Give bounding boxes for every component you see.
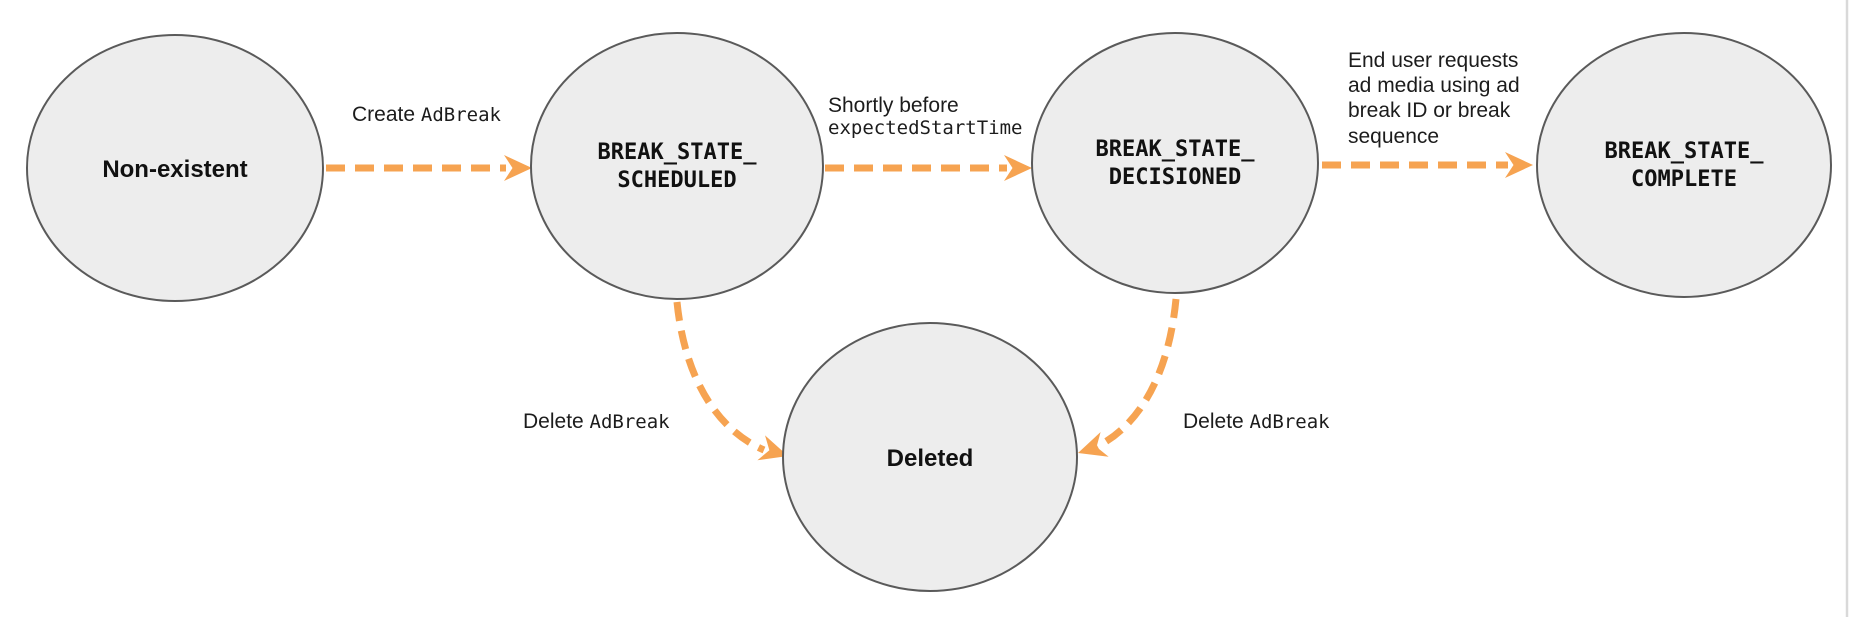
edge-label-line: ad media using ad bbox=[1348, 74, 1520, 97]
edge-label-plain: Delete bbox=[1183, 410, 1250, 433]
edges-group bbox=[326, 152, 1533, 461]
node-deleted: Deleted bbox=[782, 322, 1078, 592]
edge-label-plain: Create bbox=[352, 103, 421, 126]
edge-delete-adbreak-right bbox=[1088, 298, 1180, 454]
edge-label-line: break ID or break bbox=[1348, 99, 1511, 122]
edge-label-plain: Delete bbox=[523, 410, 590, 433]
node-circle bbox=[530, 32, 824, 300]
node-circle bbox=[782, 322, 1078, 592]
edge-label-delete-adbreak-left: Delete AdBreak bbox=[523, 410, 670, 433]
edge-label-code: AdBreak bbox=[590, 411, 671, 433]
arrowhead-icon bbox=[1004, 155, 1032, 181]
edge-delete-adbreak-left bbox=[673, 301, 766, 454]
edge-label-create-adbreak: Create AdBreak bbox=[352, 103, 502, 126]
node-label-line2: SCHEDULED bbox=[617, 168, 736, 193]
node-label-line1: BREAK_STATE_ bbox=[1605, 139, 1765, 164]
node-label: Deleted bbox=[887, 445, 974, 472]
node-non-existent: Non-existent bbox=[26, 34, 324, 302]
arrowhead-icon bbox=[757, 435, 788, 461]
node-label-line1: BREAK_STATE_ bbox=[598, 140, 758, 165]
edge-label-delete-adbreak-right: Delete AdBreak bbox=[1183, 410, 1330, 433]
edge-label-line: sequence bbox=[1348, 125, 1439, 148]
node-label-line2: COMPLETE bbox=[1631, 167, 1737, 192]
edge-label-shortly-before: Shortly before bbox=[828, 94, 959, 117]
edge-label-end-user-requests: End user requests ad media using ad brea… bbox=[1348, 49, 1520, 148]
node-label-line2: DECISIONED bbox=[1109, 165, 1241, 190]
edge-label-code: AdBreak bbox=[421, 104, 502, 126]
node-break-state-complete: BREAK_STATE_ COMPLETE bbox=[1536, 32, 1832, 298]
edge-label-line: End user requests bbox=[1348, 49, 1518, 72]
node-label-line1: BREAK_STATE_ bbox=[1096, 137, 1256, 162]
arrowhead-icon bbox=[504, 155, 532, 181]
edge-labels-group: Create AdBreak Shortly before expectedSt… bbox=[352, 49, 1520, 433]
node-circle bbox=[1536, 32, 1832, 298]
node-label: Non-existent bbox=[102, 156, 247, 183]
node-break-state-decisioned: BREAK_STATE_ DECISIONED bbox=[1031, 32, 1319, 294]
nodes-group: Non-existent BREAK_STATE_ SCHEDULED BREA… bbox=[26, 32, 1832, 592]
node-break-state-scheduled: BREAK_STATE_ SCHEDULED bbox=[530, 32, 824, 300]
node-circle bbox=[1031, 32, 1319, 294]
arrowhead-icon bbox=[1078, 431, 1109, 457]
edge-label-code: AdBreak bbox=[1250, 411, 1331, 433]
node-circle bbox=[26, 34, 324, 302]
arrowhead-icon bbox=[1505, 152, 1533, 178]
edge-label-expectedstarttime: expectedStartTime bbox=[828, 117, 1022, 139]
